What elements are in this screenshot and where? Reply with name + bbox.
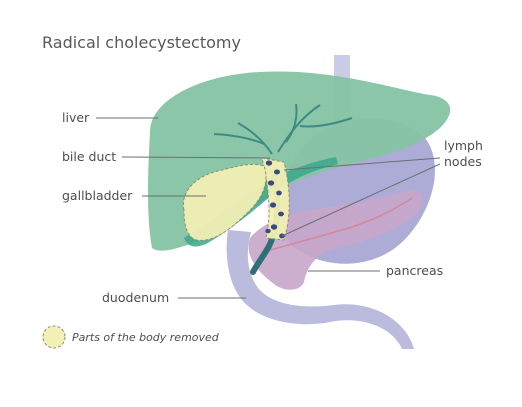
label-liver: liver: [62, 110, 90, 125]
pancreatic-duct: [261, 197, 413, 253]
legend-swatch: [42, 325, 66, 349]
duodenum: [226, 230, 414, 349]
illustration: [148, 55, 451, 349]
lymph-nodes-leader-line-1: [283, 157, 441, 171]
bile-duct-leader-line: [121, 156, 271, 159]
label-duodenum: duodenum: [102, 290, 169, 305]
liver-vessels: [213, 103, 353, 155]
label-gallbladder: gallbladder: [62, 188, 133, 203]
diagram-title: Radical cholecystectomy: [42, 33, 241, 52]
label-pancreas: pancreas: [386, 263, 443, 278]
label-nodes: nodes: [444, 154, 482, 169]
removed-area-gallbladder: [182, 163, 267, 241]
removed-area-bile-duct: [261, 157, 290, 241]
label-lymph: lymph: [444, 138, 483, 153]
lymph-nodes-leader-line-2: [281, 163, 441, 237]
legend: Parts of the body removed: [42, 325, 220, 349]
pancreas: [248, 190, 423, 290]
label-bile-duct: bile duct: [62, 149, 116, 164]
legend-text: Parts of the body removed: [72, 331, 220, 344]
